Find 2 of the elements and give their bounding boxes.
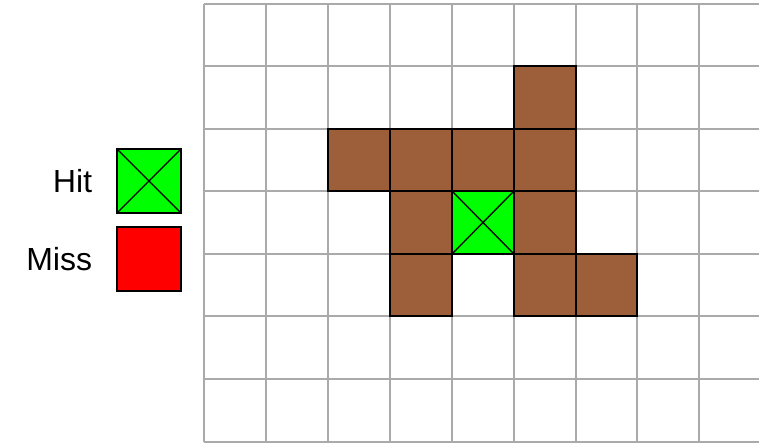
legend-label: Hit bbox=[52, 162, 92, 200]
legend-label: Miss bbox=[26, 240, 92, 278]
